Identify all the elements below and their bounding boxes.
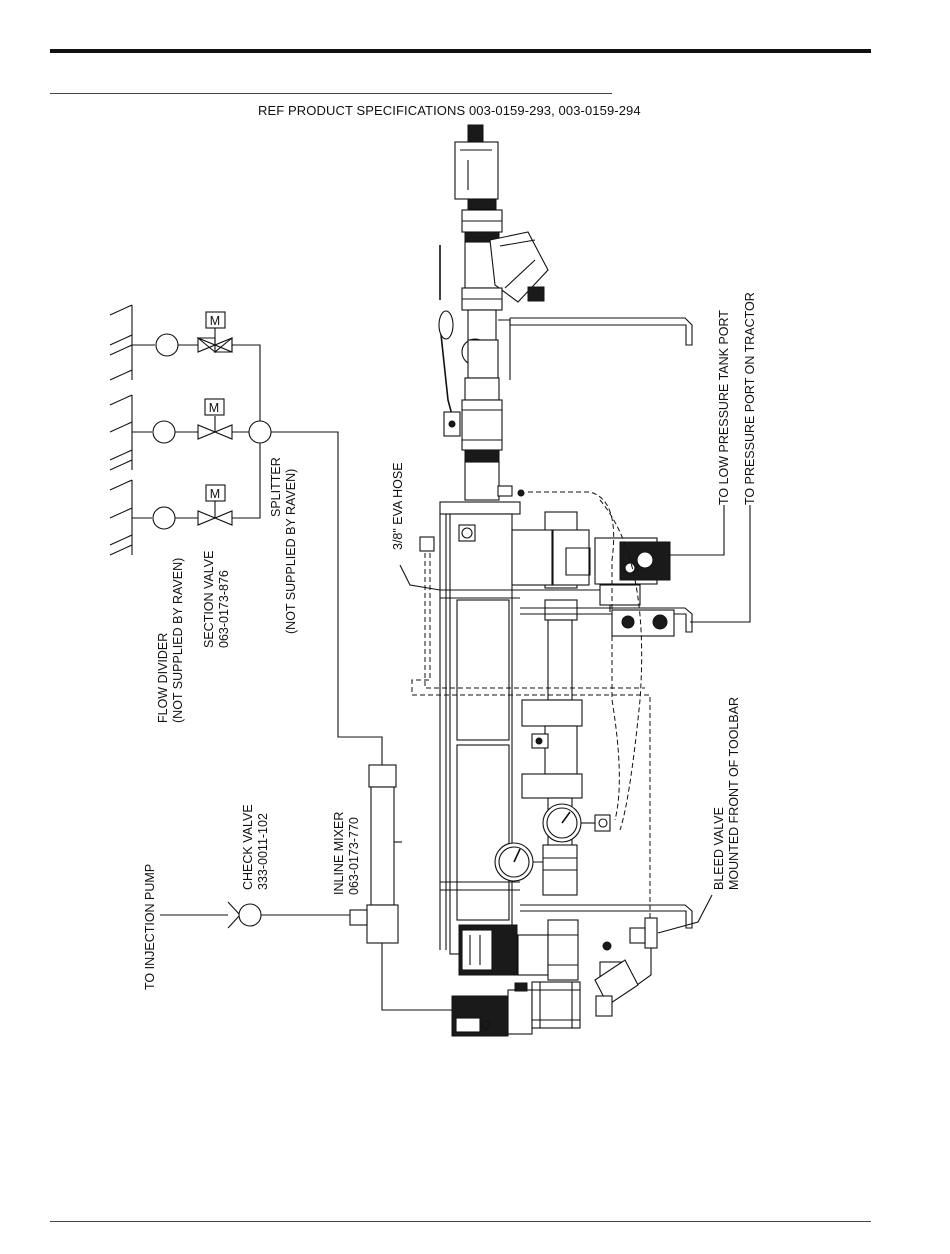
splitter-note: (NOT SUPPLIED BY RAVEN) [284, 469, 298, 634]
bleed-valve-note: MOUNTED FRONT OF TOOLBAR [727, 697, 741, 890]
pressure-regulator [594, 537, 671, 606]
flow-divider-note: (NOT SUPPLIED BY RAVEN) [171, 558, 185, 723]
flow-divider-label: FLOW DIVIDER [156, 633, 170, 723]
eva-hose-dashed [411, 491, 651, 920]
check-valve-label: CHECK VALVE [241, 804, 255, 890]
motor-symbol-2: M [209, 401, 219, 415]
splitter-label: SPLITTER [269, 457, 283, 517]
motor-symbol-1: M [210, 314, 220, 328]
mounting-bracket-upper [509, 317, 693, 346]
pressure-gauge-lower [494, 842, 578, 896]
section-valve-symbols [196, 311, 261, 526]
footer-rule [50, 1221, 871, 1222]
pressure-gauge-upper [542, 803, 611, 843]
main-valve-body [461, 377, 525, 501]
splitter-symbol [248, 420, 383, 765]
section-valve-part-number: 063-0173-876 [217, 570, 231, 648]
top-actuator-valve [454, 124, 503, 243]
section-valve-label: SECTION VALVE [202, 551, 216, 648]
strainer-assembly [461, 231, 549, 380]
header-rule [50, 49, 871, 53]
mounting-bracket-lower [520, 904, 693, 929]
leader-lines [399, 505, 751, 934]
lever-handle [438, 245, 461, 437]
check-valve-part-number: 333-0011-102 [256, 813, 270, 890]
eva-hose-label: 3/8" EVA HOSE [391, 462, 405, 550]
low-pressure-port-label: TO LOW PRESSURE TANK PORT [717, 310, 731, 505]
section-rule [50, 93, 612, 94]
schematic-boom-sections [109, 304, 155, 556]
inline-mixer-symbol [349, 764, 455, 1011]
bottom-ball-valve [451, 981, 581, 1037]
mounting-bracket-middle [520, 607, 693, 637]
check-valve-symbol [160, 901, 350, 929]
main-manifold-frame [439, 501, 521, 955]
motor-symbol-3: M [210, 487, 220, 501]
pressure-port-tractor-label: TO PRESSURE PORT ON TRACTOR [743, 292, 757, 505]
bleed-valve-label: BLEED VALVE [712, 807, 726, 890]
to-injection-pump-label: TO INJECTION PUMP [143, 864, 157, 990]
flow-divider-circles [152, 333, 198, 530]
flow-meter-assembly [510, 511, 611, 621]
reference-specifications: REF PRODUCT SPECIFICATIONS 003-0159-293,… [258, 103, 641, 118]
bottom-control-valve [458, 919, 639, 1017]
inline-mixer-label: INLINE MIXER [332, 812, 346, 895]
inline-mixer-part-number: 063-0173-770 [347, 817, 361, 895]
